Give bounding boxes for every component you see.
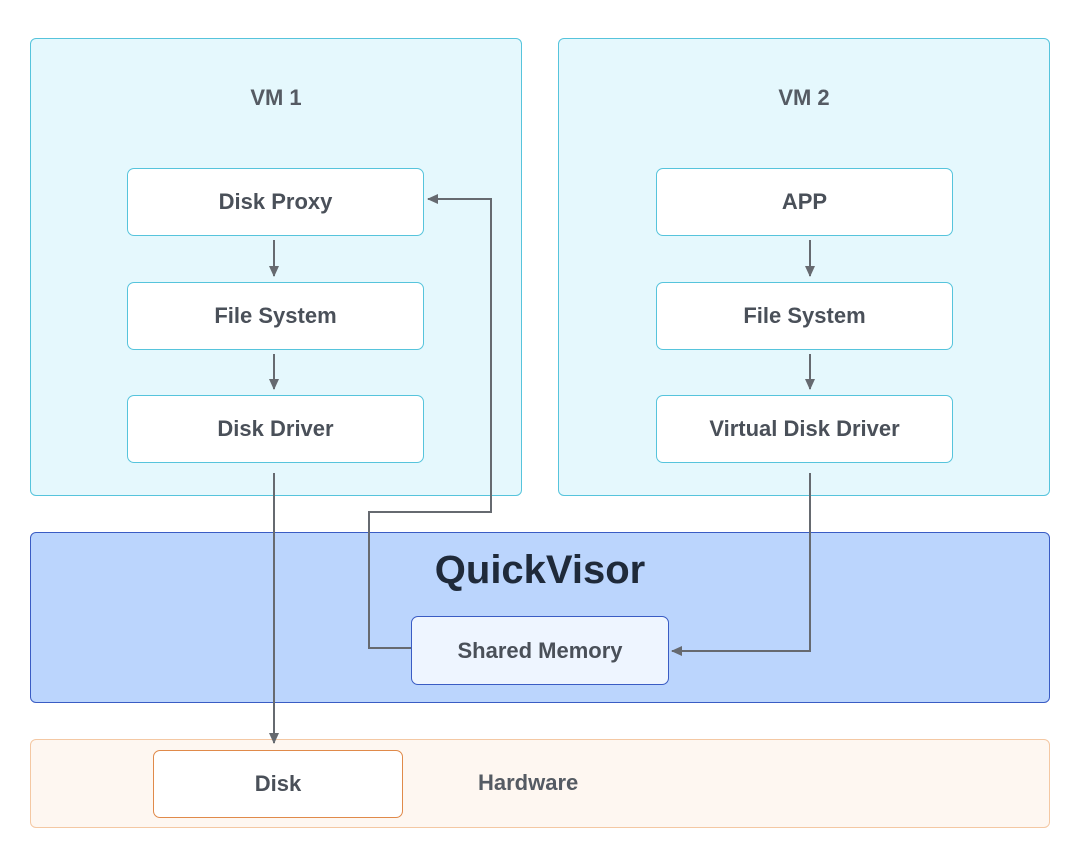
vm1-title: VM 1: [250, 85, 302, 110]
shared-memory-box: Shared Memory: [411, 616, 669, 685]
vm2-file-system-box: File System: [656, 282, 953, 350]
vm1-disk-driver-box: Disk Driver: [127, 395, 424, 463]
disk-box: Disk: [153, 750, 403, 818]
vm2-title: VM 2: [778, 85, 830, 110]
vm1-file-system-box: File System: [127, 282, 424, 350]
vm2-app-box: APP: [656, 168, 953, 236]
vm1-disk-proxy-box: Disk Proxy: [127, 168, 424, 236]
hardware-label: Hardware: [478, 770, 579, 795]
hypervisor-title: QuickVisor: [434, 548, 646, 592]
vm2-virtual-disk-driver-box: Virtual Disk Driver: [656, 395, 953, 463]
